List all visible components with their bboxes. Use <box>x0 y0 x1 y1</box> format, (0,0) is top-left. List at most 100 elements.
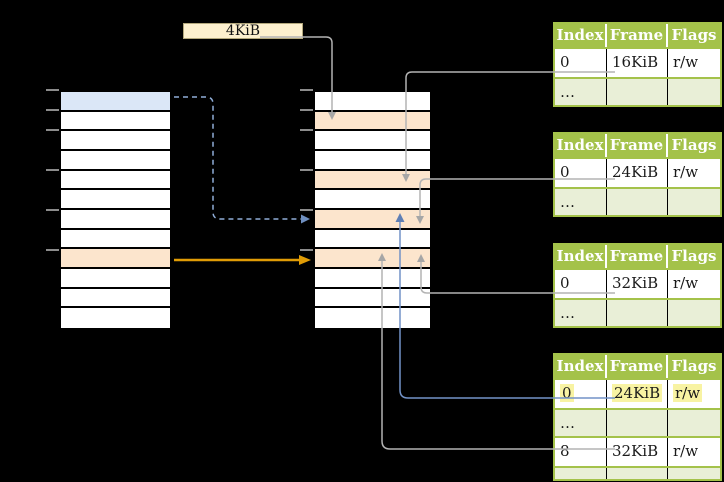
table-cell: r/w <box>673 274 699 292</box>
table-cell: r/w <box>673 442 699 460</box>
highlighted-value: 24KiB <box>612 384 663 402</box>
table-row: … <box>555 77 720 105</box>
column-header-flags: Flags <box>671 357 717 375</box>
table-cell: r/w <box>673 53 699 71</box>
table-cell: 24KiB <box>607 380 668 408</box>
column-header-index: Index <box>555 24 607 47</box>
memory-row <box>61 190 170 210</box>
virtual-memory-column <box>59 90 172 330</box>
address-tick <box>300 129 313 131</box>
memory-row <box>61 171 170 191</box>
highlighted-value: 0 <box>560 384 574 402</box>
table-cell <box>607 468 668 479</box>
table-cell: 0 <box>555 49 607 77</box>
table-cell <box>607 189 668 215</box>
memory-row <box>61 131 170 151</box>
memory-row <box>61 230 170 250</box>
table-cell: … <box>555 189 607 215</box>
address-tick <box>46 209 59 211</box>
table-cell: … <box>555 300 607 326</box>
memory-row <box>61 289 170 309</box>
table-cell: r/w <box>668 380 720 408</box>
memory-row <box>61 269 170 289</box>
page-size-label: 4KiB <box>183 23 303 39</box>
memory-row <box>61 210 170 230</box>
arrow-virtual-to-physical-orange <box>174 255 311 265</box>
address-tick <box>300 209 313 211</box>
address-tick <box>300 249 313 251</box>
table-cell: 0 <box>555 270 607 298</box>
memory-row <box>315 111 430 132</box>
address-tick <box>46 89 59 91</box>
address-tick <box>46 109 59 111</box>
memory-row <box>61 308 170 328</box>
column-header-frame: Frame <box>607 24 668 47</box>
memory-row <box>315 151 430 171</box>
table-cell <box>668 468 720 479</box>
memory-row <box>315 190 430 210</box>
table-row: … <box>555 466 720 479</box>
table-cell: r/w <box>673 163 699 181</box>
column-header-flags: Flags <box>671 26 717 44</box>
table-cell <box>668 410 720 436</box>
highlighted-value: r/w <box>673 384 703 402</box>
memory-row <box>61 92 170 112</box>
table-cell: 0 <box>555 159 607 187</box>
memory-row <box>315 249 430 269</box>
memory-row <box>315 230 430 250</box>
memory-row <box>61 151 170 171</box>
table-cell: … <box>555 468 607 479</box>
column-header-frame: Frame <box>607 355 668 378</box>
table-row: … <box>555 408 720 436</box>
address-tick <box>46 249 59 251</box>
table-cell <box>607 300 668 326</box>
memory-row <box>61 112 170 132</box>
column-header-frame: Frame <box>607 245 668 268</box>
memory-row <box>315 209 430 230</box>
table-cell <box>668 189 720 215</box>
memory-row <box>315 92 430 112</box>
address-tick <box>300 109 313 111</box>
table-cell: … <box>555 410 607 436</box>
memory-row <box>315 269 430 289</box>
table-cell: 8 <box>555 438 607 466</box>
table-cell <box>607 79 668 105</box>
table-cell: 16KiB <box>607 49 668 77</box>
address-tick <box>300 89 313 91</box>
table-row: … <box>555 187 720 215</box>
column-header-index: Index <box>555 355 607 378</box>
memory-row <box>315 308 430 328</box>
arrow-virtual-to-physical-dashed <box>174 96 310 224</box>
column-header-flags: Flags <box>671 136 717 154</box>
memory-row <box>315 170 430 191</box>
table-cell: 0 <box>555 380 607 408</box>
table-cell: 24KiB <box>607 159 668 187</box>
memory-row <box>315 289 430 309</box>
column-header-frame: Frame <box>607 134 668 157</box>
address-tick <box>46 129 59 131</box>
table-cell <box>607 410 668 436</box>
address-tick <box>46 169 59 171</box>
column-header-flags: Flags <box>671 247 717 265</box>
table-cell <box>668 79 720 105</box>
address-tick <box>300 169 313 171</box>
table-row: 0 24KiB r/w <box>555 378 720 408</box>
table-row: … <box>555 298 720 326</box>
column-header-index: Index <box>555 245 607 268</box>
table-cell: 32KiB <box>607 438 668 466</box>
memory-row <box>315 131 430 151</box>
column-header-index: Index <box>555 134 607 157</box>
